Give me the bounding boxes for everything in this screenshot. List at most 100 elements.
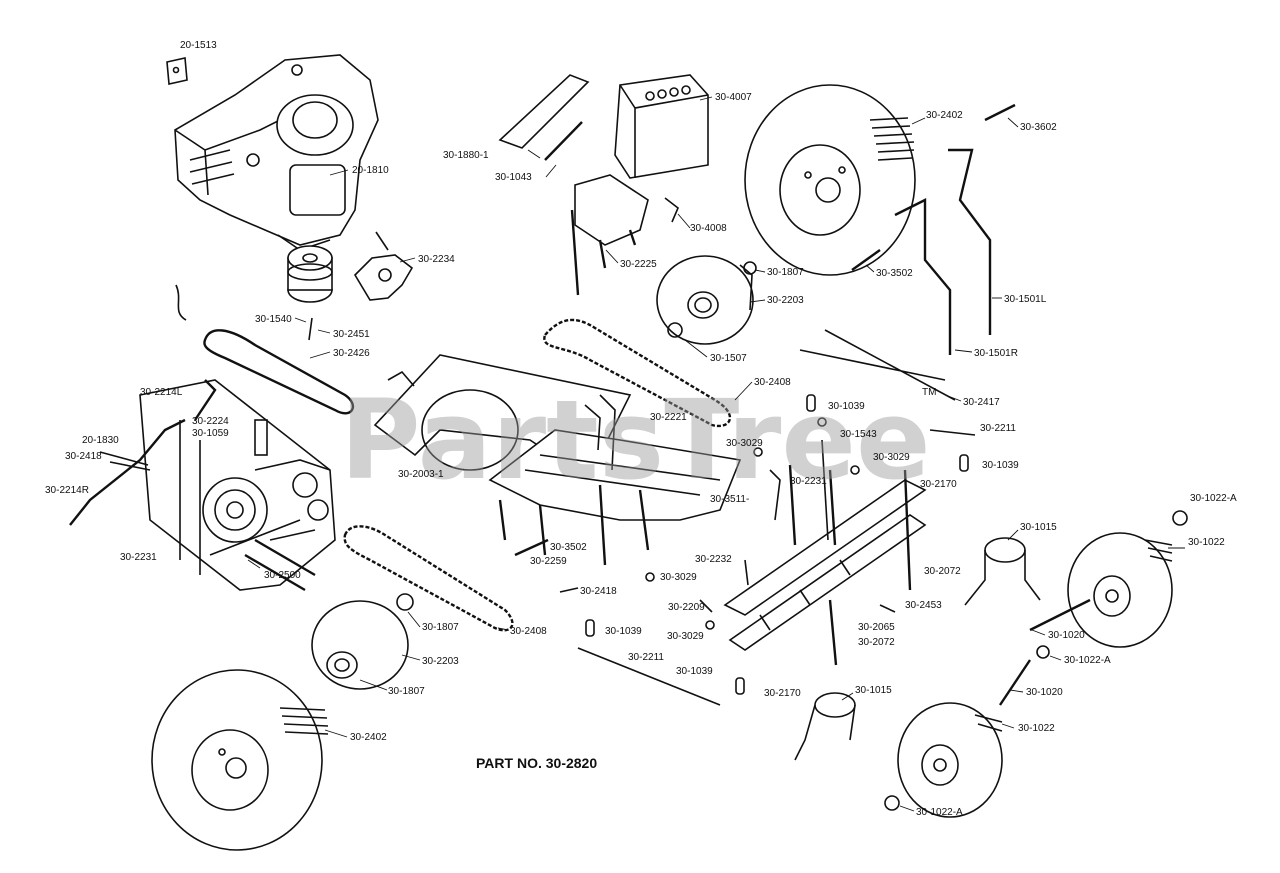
- label-30-1022-A-mid: 30-1022-A: [1064, 655, 1111, 666]
- pin-2232: [744, 559, 749, 586]
- label-30-1015-right: 30-1015: [1020, 522, 1057, 533]
- pin-2259: [514, 538, 549, 557]
- grip-3602: [984, 103, 1016, 122]
- washer-3029c: [645, 572, 655, 582]
- label-20-1810: 20-1810: [352, 165, 389, 176]
- plate-part: [166, 57, 188, 85]
- label-30-1039-a: 30-1039: [828, 401, 865, 412]
- washer-3029a: [753, 447, 763, 457]
- nut-3: [884, 795, 900, 811]
- rear-sprocket-lower: [311, 593, 414, 690]
- washer-3029d: [705, 620, 715, 630]
- drive-belt: [203, 329, 355, 415]
- rod-part: [544, 121, 583, 161]
- label-30-2170-upper: 30-2170: [920, 479, 957, 490]
- label-30-3502-right: 30-3502: [876, 268, 913, 279]
- label-30-1022-A-bottom: 30-1022-A: [916, 807, 963, 818]
- label-30-2418-left: 30-2418: [65, 451, 102, 462]
- label-30-2231-left: 30-2231: [120, 552, 157, 563]
- engine: [174, 54, 379, 251]
- label-30-1020-lower: 30-1020: [1026, 687, 1063, 698]
- steering-lever-left: [948, 148, 992, 335]
- label-30-2003-1: 30-2003-1: [398, 469, 444, 480]
- label-30-1543: 30-1543: [840, 429, 877, 440]
- label-30-2203-upper: 30-2203: [767, 295, 804, 306]
- shift-lever-right: [194, 379, 217, 421]
- label-30-2234: 30-2234: [418, 254, 455, 265]
- label-30-1043: 30-1043: [495, 172, 532, 183]
- link-1039b: [959, 454, 969, 472]
- label-30-2203-lower: 30-2203: [422, 656, 459, 667]
- label-30-3029-d: 30-3029: [667, 631, 704, 642]
- battery: [614, 74, 709, 179]
- rod-2231: [821, 439, 829, 541]
- front-caster-right: [964, 537, 1041, 606]
- label-30-4007: 30-4007: [715, 92, 752, 103]
- label-30-2214R: 30-2214R: [45, 485, 89, 496]
- front-caster-left: [794, 692, 856, 761]
- label-30-3029-c: 30-3029: [873, 452, 910, 463]
- label-30-2221: 30-2221: [650, 412, 687, 423]
- washer-1543: [817, 417, 827, 427]
- label-30-2211-lower: 30-2211: [628, 652, 664, 663]
- label-30-2417: 30-2417: [963, 397, 1000, 408]
- label-30-2418-center: 30-2418: [580, 586, 617, 597]
- label-30-2453: 30-2453: [905, 600, 942, 611]
- axle-left: [999, 659, 1031, 706]
- label-30-2408-lower: 30-2408: [510, 626, 547, 637]
- label-30-1022-A-top: 30-1022-A: [1190, 493, 1237, 504]
- label-30-2259: 30-2259: [530, 556, 567, 567]
- pin-2418: [559, 587, 579, 593]
- label-30-1507: 30-1507: [710, 353, 747, 364]
- label-30-2072-upper: 30-2072: [924, 566, 961, 577]
- rear-sprocket-upper: [656, 255, 757, 345]
- lever-link: [99, 451, 151, 471]
- label-20-1513: 20-1513: [180, 40, 217, 51]
- label-30-1020-right: 30-1020: [1048, 630, 1085, 641]
- label-30-2214L: 30-2214L: [140, 387, 183, 398]
- label-30-2231-center: 30-2231: [790, 476, 827, 487]
- label-30-2402-upper: 30-2402: [926, 110, 963, 121]
- link-1039d: [735, 677, 745, 695]
- engine-pulley: [287, 245, 333, 303]
- nut-2: [1036, 645, 1050, 659]
- drive-chain-lower: [343, 525, 514, 632]
- grip-3502: [851, 249, 881, 271]
- label-30-2500: 30-2500: [264, 570, 301, 581]
- label-30-1039-b: 30-1039: [982, 460, 1019, 471]
- rear-wheel-lower: [151, 669, 329, 851]
- label-30-1015-lower: 30-1015: [855, 685, 892, 696]
- label-30-1022-right: 30-1022: [1188, 537, 1225, 548]
- label-20-1830: 20-1830: [82, 435, 119, 446]
- label-30-1807-upper: 30-1807: [767, 267, 804, 278]
- transmission-assembly: [139, 379, 336, 592]
- axle-right: [1029, 598, 1091, 632]
- label-30-3029-b: 30-3029: [726, 438, 763, 449]
- part-labels: 20-1513 20-1810 30-2234 30-1540 30-2451 …: [45, 40, 1237, 818]
- label-30-2232: 30-2232: [695, 554, 732, 565]
- watermark: PartsTree: [340, 376, 931, 504]
- front-axle-frame: [723, 464, 927, 666]
- rear-wheel-upper: [744, 84, 916, 276]
- drive-chain-upper: [543, 318, 732, 428]
- label-30-2426: 30-2426: [333, 348, 370, 359]
- label-30-1039-c: 30-1039: [605, 626, 642, 637]
- pin-2209: [699, 599, 713, 613]
- label-30-1039-d: 30-1039: [676, 666, 713, 677]
- label-30-1501R: 30-1501R: [974, 348, 1018, 359]
- label-30-2451: 30-2451: [333, 329, 370, 340]
- label-30-3029-center: 30-3029: [660, 572, 697, 583]
- nut-1: [1172, 510, 1188, 526]
- link-1039c: [585, 619, 595, 637]
- label-30-2225: 30-2225: [620, 259, 657, 270]
- rod-2211a: [929, 429, 976, 436]
- mount-bracket: [498, 74, 590, 149]
- label-30-1880-1: 30-1880-1: [443, 150, 489, 161]
- label-30-1807-lower: 30-1807: [388, 686, 425, 697]
- label-30-3511: 30-3511-: [710, 494, 749, 505]
- leader-lines: [247, 96, 1185, 812]
- front-wheel-left: [897, 702, 1003, 818]
- label-30-1540: 30-1540: [255, 314, 292, 325]
- label-30-3602: 30-3602: [1020, 122, 1057, 133]
